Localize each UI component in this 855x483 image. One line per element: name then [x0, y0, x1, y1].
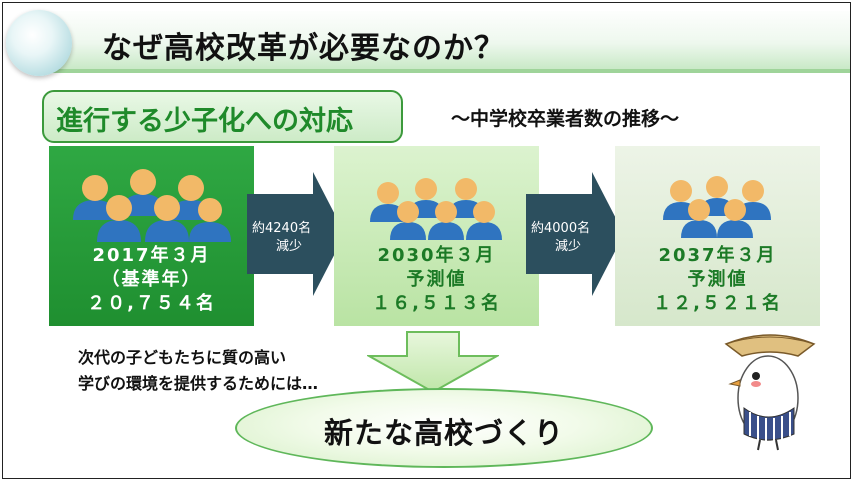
bird-mascot-icon — [724, 334, 816, 451]
goal-ellipse — [235, 388, 653, 468]
down-arrow-icon — [367, 331, 499, 394]
subtitle: 進行する少子化への対応 — [56, 106, 353, 137]
people-group-icon — [73, 169, 231, 242]
title-circle-ornament — [6, 10, 72, 76]
box-date: 2030年３月 — [377, 245, 496, 266]
note-line-1: 次代の子どもたちに質の高い — [78, 348, 287, 367]
goal-text: 新たな高校づくり — [323, 416, 564, 450]
box-date: 2017年３月 — [92, 245, 211, 266]
box-count: １６,５１３名 — [372, 293, 501, 314]
year-box-2030: 2030年３月 予測値 １６,５１３名 — [334, 146, 539, 326]
decrease-amount-2: 約4000名 — [531, 221, 591, 236]
people-group-icon — [370, 178, 502, 240]
box-kind: （基準年） — [101, 269, 202, 290]
note-line-2: 学びの環境を提供するためには… — [78, 374, 319, 393]
year-box-2037: 2037年３月 予測値 １２,５２１名 — [615, 146, 820, 326]
decrease-arrow-1 — [247, 172, 345, 296]
title-bar — [32, 11, 850, 73]
decrease-amount-1: 約4240名 — [252, 221, 312, 236]
year-box-2017: 2017年３月 （基準年） ２０,７５４名 — [49, 146, 254, 326]
people-group-icon — [663, 176, 771, 238]
box-date: 2037年３月 — [658, 245, 777, 266]
trend-label: ～中学校卒業者数の推移～ — [451, 108, 680, 130]
box-kind: 予測値 — [687, 269, 748, 290]
decrease-arrow-2 — [526, 172, 624, 296]
box-count: １２,５２１名 — [653, 293, 782, 314]
box-count: ２０,７５４名 — [87, 293, 216, 314]
subtitle-box — [42, 90, 403, 143]
decrease-label-2: 減少 — [555, 239, 582, 254]
decrease-label-1: 減少 — [276, 239, 303, 254]
page-title: なぜ高校改革が必要なのか？ — [102, 31, 505, 66]
box-kind: 予測値 — [406, 269, 467, 290]
